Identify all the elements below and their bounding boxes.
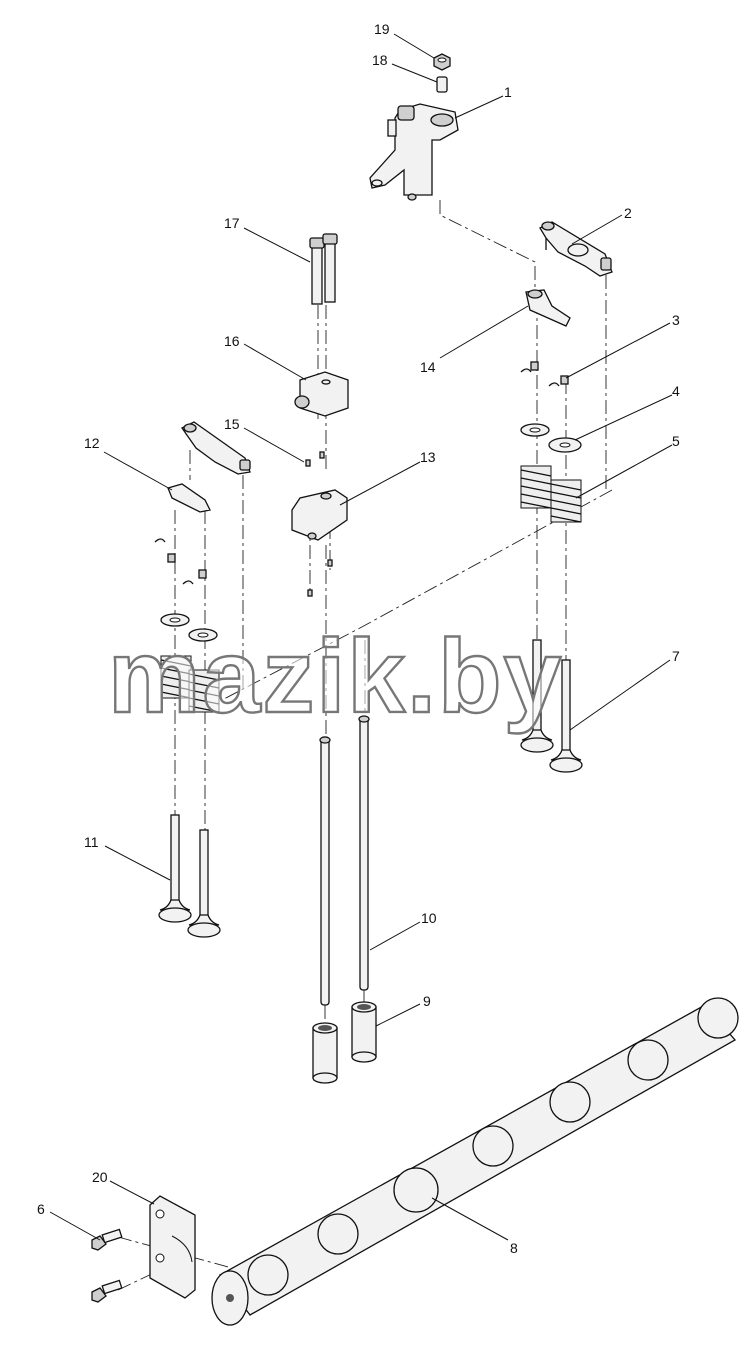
callout-16: 16 (224, 333, 240, 349)
part-16-rocker-shaft-block (294, 371, 349, 417)
part-19-nut (433, 53, 451, 71)
part-2-rocker-arm-right (539, 221, 613, 277)
part-15-pins (305, 451, 333, 597)
part-12-rocker-arm-left (167, 421, 251, 513)
part-9-tappets (312, 1001, 377, 1084)
part-18-sleeve (436, 76, 448, 93)
part-6-bolts (91, 1228, 123, 1303)
callout-9: 9 (423, 993, 431, 1009)
part-keepers-left (154, 538, 207, 585)
part-3-valve-keepers-right (520, 361, 569, 387)
callout-18: 18 (372, 52, 388, 68)
part-7-valves-right (520, 639, 583, 773)
callout-19: 19 (374, 21, 390, 37)
callout-15: 15 (224, 416, 240, 432)
callout-3: 3 (672, 312, 680, 328)
callout-13: 13 (420, 449, 436, 465)
watermark: mazik.by (108, 619, 563, 735)
part-4-spring-washers-right (520, 423, 582, 453)
callout-5: 5 (672, 433, 680, 449)
part-10-push-rods (319, 715, 370, 1006)
part-5-valve-springs-right (520, 465, 582, 523)
leader-lines (49, 33, 673, 1241)
part-springs-left (160, 655, 220, 713)
callout-2: 2 (624, 205, 632, 221)
callout-7: 7 (672, 648, 680, 664)
callout-6: 6 (37, 1201, 45, 1217)
part-17-bolts (309, 233, 338, 305)
callout-8: 8 (510, 1240, 518, 1256)
callout-10: 10 (421, 910, 437, 926)
callout-4: 4 (672, 383, 680, 399)
part-20-thrust-plate (149, 1195, 196, 1299)
part-11-valves-left (158, 814, 221, 938)
part-washers-left (160, 613, 218, 642)
callout-14: 14 (420, 359, 436, 375)
callout-20: 20 (92, 1169, 108, 1185)
callout-17: 17 (224, 215, 240, 231)
part-8-camshaft (211, 997, 739, 1326)
callout-11: 11 (84, 834, 99, 850)
part-1-rocker-bracket (369, 103, 459, 201)
part-13-rocker-bracket (291, 489, 348, 541)
callout-12: 12 (84, 435, 100, 451)
callout-1: 1 (504, 84, 512, 100)
callout-labels: 19 18 1 2 3 4 5 7 17 16 15 14 13 12 11 1… (37, 21, 680, 1256)
part-14-rocker-stand (525, 289, 571, 327)
